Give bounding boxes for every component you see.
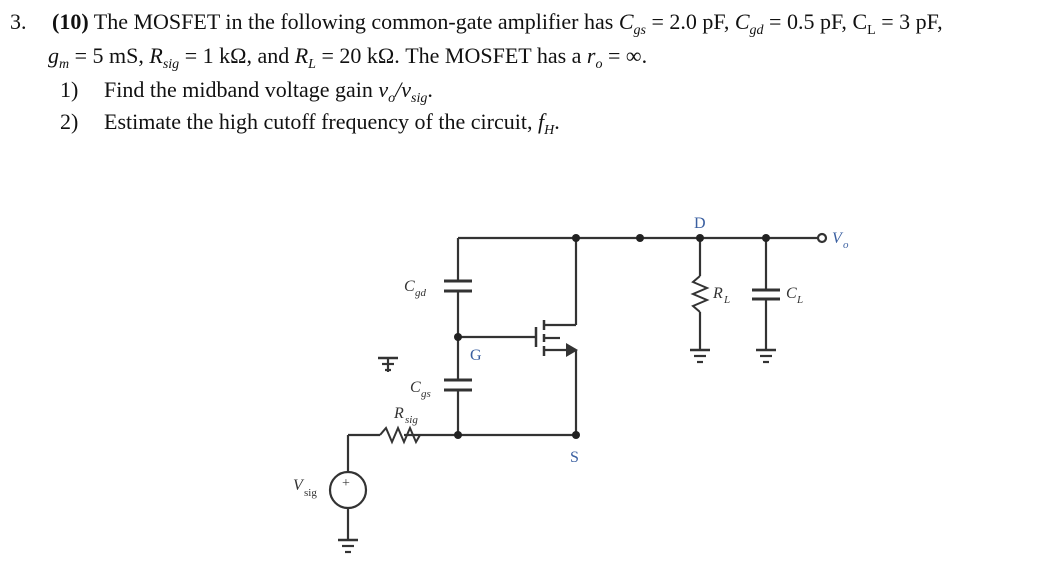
label-cgd: C (404, 278, 415, 295)
gm-subscript: m (59, 57, 70, 72)
problem-intro: The MOSFET in the following common-gate … (93, 9, 614, 34)
rsig-symbol: R (149, 43, 163, 68)
label-gate: G (470, 347, 482, 364)
question-2-end: . (554, 109, 560, 134)
cgd-value: = 0.5 pF, (769, 9, 847, 34)
gain-denominator: /v (395, 77, 412, 102)
rl-symbol: R (294, 43, 309, 68)
question-1-text: Find the midband voltage gain (104, 77, 373, 102)
junction-dot (762, 234, 770, 242)
label-cl-sub: L (796, 294, 803, 306)
label-source: S (570, 449, 579, 466)
junction-dot (572, 431, 580, 439)
gain-numerator: v (378, 77, 389, 102)
cl-subscript: L (867, 23, 876, 38)
question-1: 1) Find the midband voltage gain vo/vsig. (60, 74, 433, 106)
junction-dot (696, 234, 704, 242)
junction-dot (454, 431, 462, 439)
question-1-number: 1) (60, 77, 79, 102)
junction-dot (454, 333, 462, 341)
rl-resistor (690, 275, 710, 313)
rsig-subscript: sig (162, 57, 180, 72)
gm-symbol: g (48, 43, 59, 68)
junction-dot (636, 234, 644, 242)
label-cgs-sub: gs (421, 388, 431, 400)
label-vo-sub: o (843, 239, 849, 251)
problem-points: (10) (52, 9, 89, 34)
cgs-symbol: C (618, 9, 634, 34)
label-cgd-sub: gd (415, 287, 427, 299)
label-rsig-sub: sig (405, 414, 418, 426)
label-drain: D (694, 215, 706, 232)
ro-subscript: o (595, 57, 603, 72)
vo-terminal (816, 232, 828, 244)
rsig-value: = 1 kΩ, and (184, 43, 290, 68)
vsig-plus-sign: + (342, 476, 350, 491)
gm-value: = 5 mS, (74, 43, 144, 68)
ro-value: = ∞. (607, 43, 648, 68)
rl-value: = 20 kΩ. The MOSFET has a (321, 43, 582, 68)
question-2-text: Estimate the high cutoff frequency of th… (104, 109, 533, 134)
problem-line-1: 3. (10) The MOSFET in the following commo… (10, 6, 943, 38)
mosfet-arrow (566, 343, 578, 357)
cgd-subscript: gd (749, 23, 764, 38)
question-2: 2) Estimate the high cutoff frequency of … (60, 106, 560, 138)
label-rl-sub: L (723, 294, 730, 306)
question-1-end: . (427, 77, 433, 102)
cl-value: = 3 pF, (881, 9, 943, 34)
cgd-symbol: C (734, 9, 750, 34)
gain-denominator-sub: sig (411, 91, 428, 106)
label-vo: V (832, 230, 844, 247)
question-2-number: 2) (60, 109, 79, 134)
label-vsig: V (293, 477, 305, 494)
rsig-resistor (379, 425, 421, 445)
fh-subscript: H (544, 123, 555, 138)
cgs-value: = 2.0 pF, (651, 9, 730, 34)
gain-numerator-sub: o (388, 91, 396, 106)
rl-subscript: L (308, 57, 316, 72)
label-rsig: R (393, 405, 404, 422)
problem-number: 3. (10, 9, 27, 34)
label-vsig-sub: sig (304, 487, 317, 499)
problem-line-2: gm = 5 mS, Rsig = 1 kΩ, and RL = 20 kΩ. … (48, 40, 647, 72)
label-rl: R (712, 285, 723, 302)
ro-symbol: r (586, 43, 596, 68)
fh-symbol: f (537, 109, 545, 134)
label-cgs: C (410, 379, 421, 396)
cl-symbol: C (852, 9, 868, 34)
label-cl: C (786, 285, 797, 302)
cgs-subscript: gs (633, 23, 646, 38)
junction-dot (572, 234, 580, 242)
